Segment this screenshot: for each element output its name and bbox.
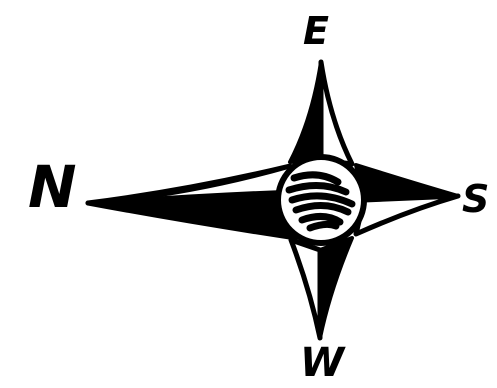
- east-arm: [290, 62, 352, 164]
- center-hub: [278, 157, 364, 243]
- south-label: S: [462, 180, 489, 218]
- east-arm-light-half: [321, 62, 352, 164]
- west-arm-light-half: [291, 240, 320, 338]
- east-label: E: [303, 12, 329, 50]
- west-arm: [291, 238, 352, 338]
- west-arm-dark-half: [320, 238, 352, 338]
- east-arm-dark-half: [290, 62, 321, 162]
- south-arm-light-half: [356, 196, 458, 234]
- south-arm: [356, 165, 458, 234]
- west-label: W: [300, 343, 344, 383]
- north-label: N: [28, 158, 77, 216]
- north-arm: [88, 166, 296, 238]
